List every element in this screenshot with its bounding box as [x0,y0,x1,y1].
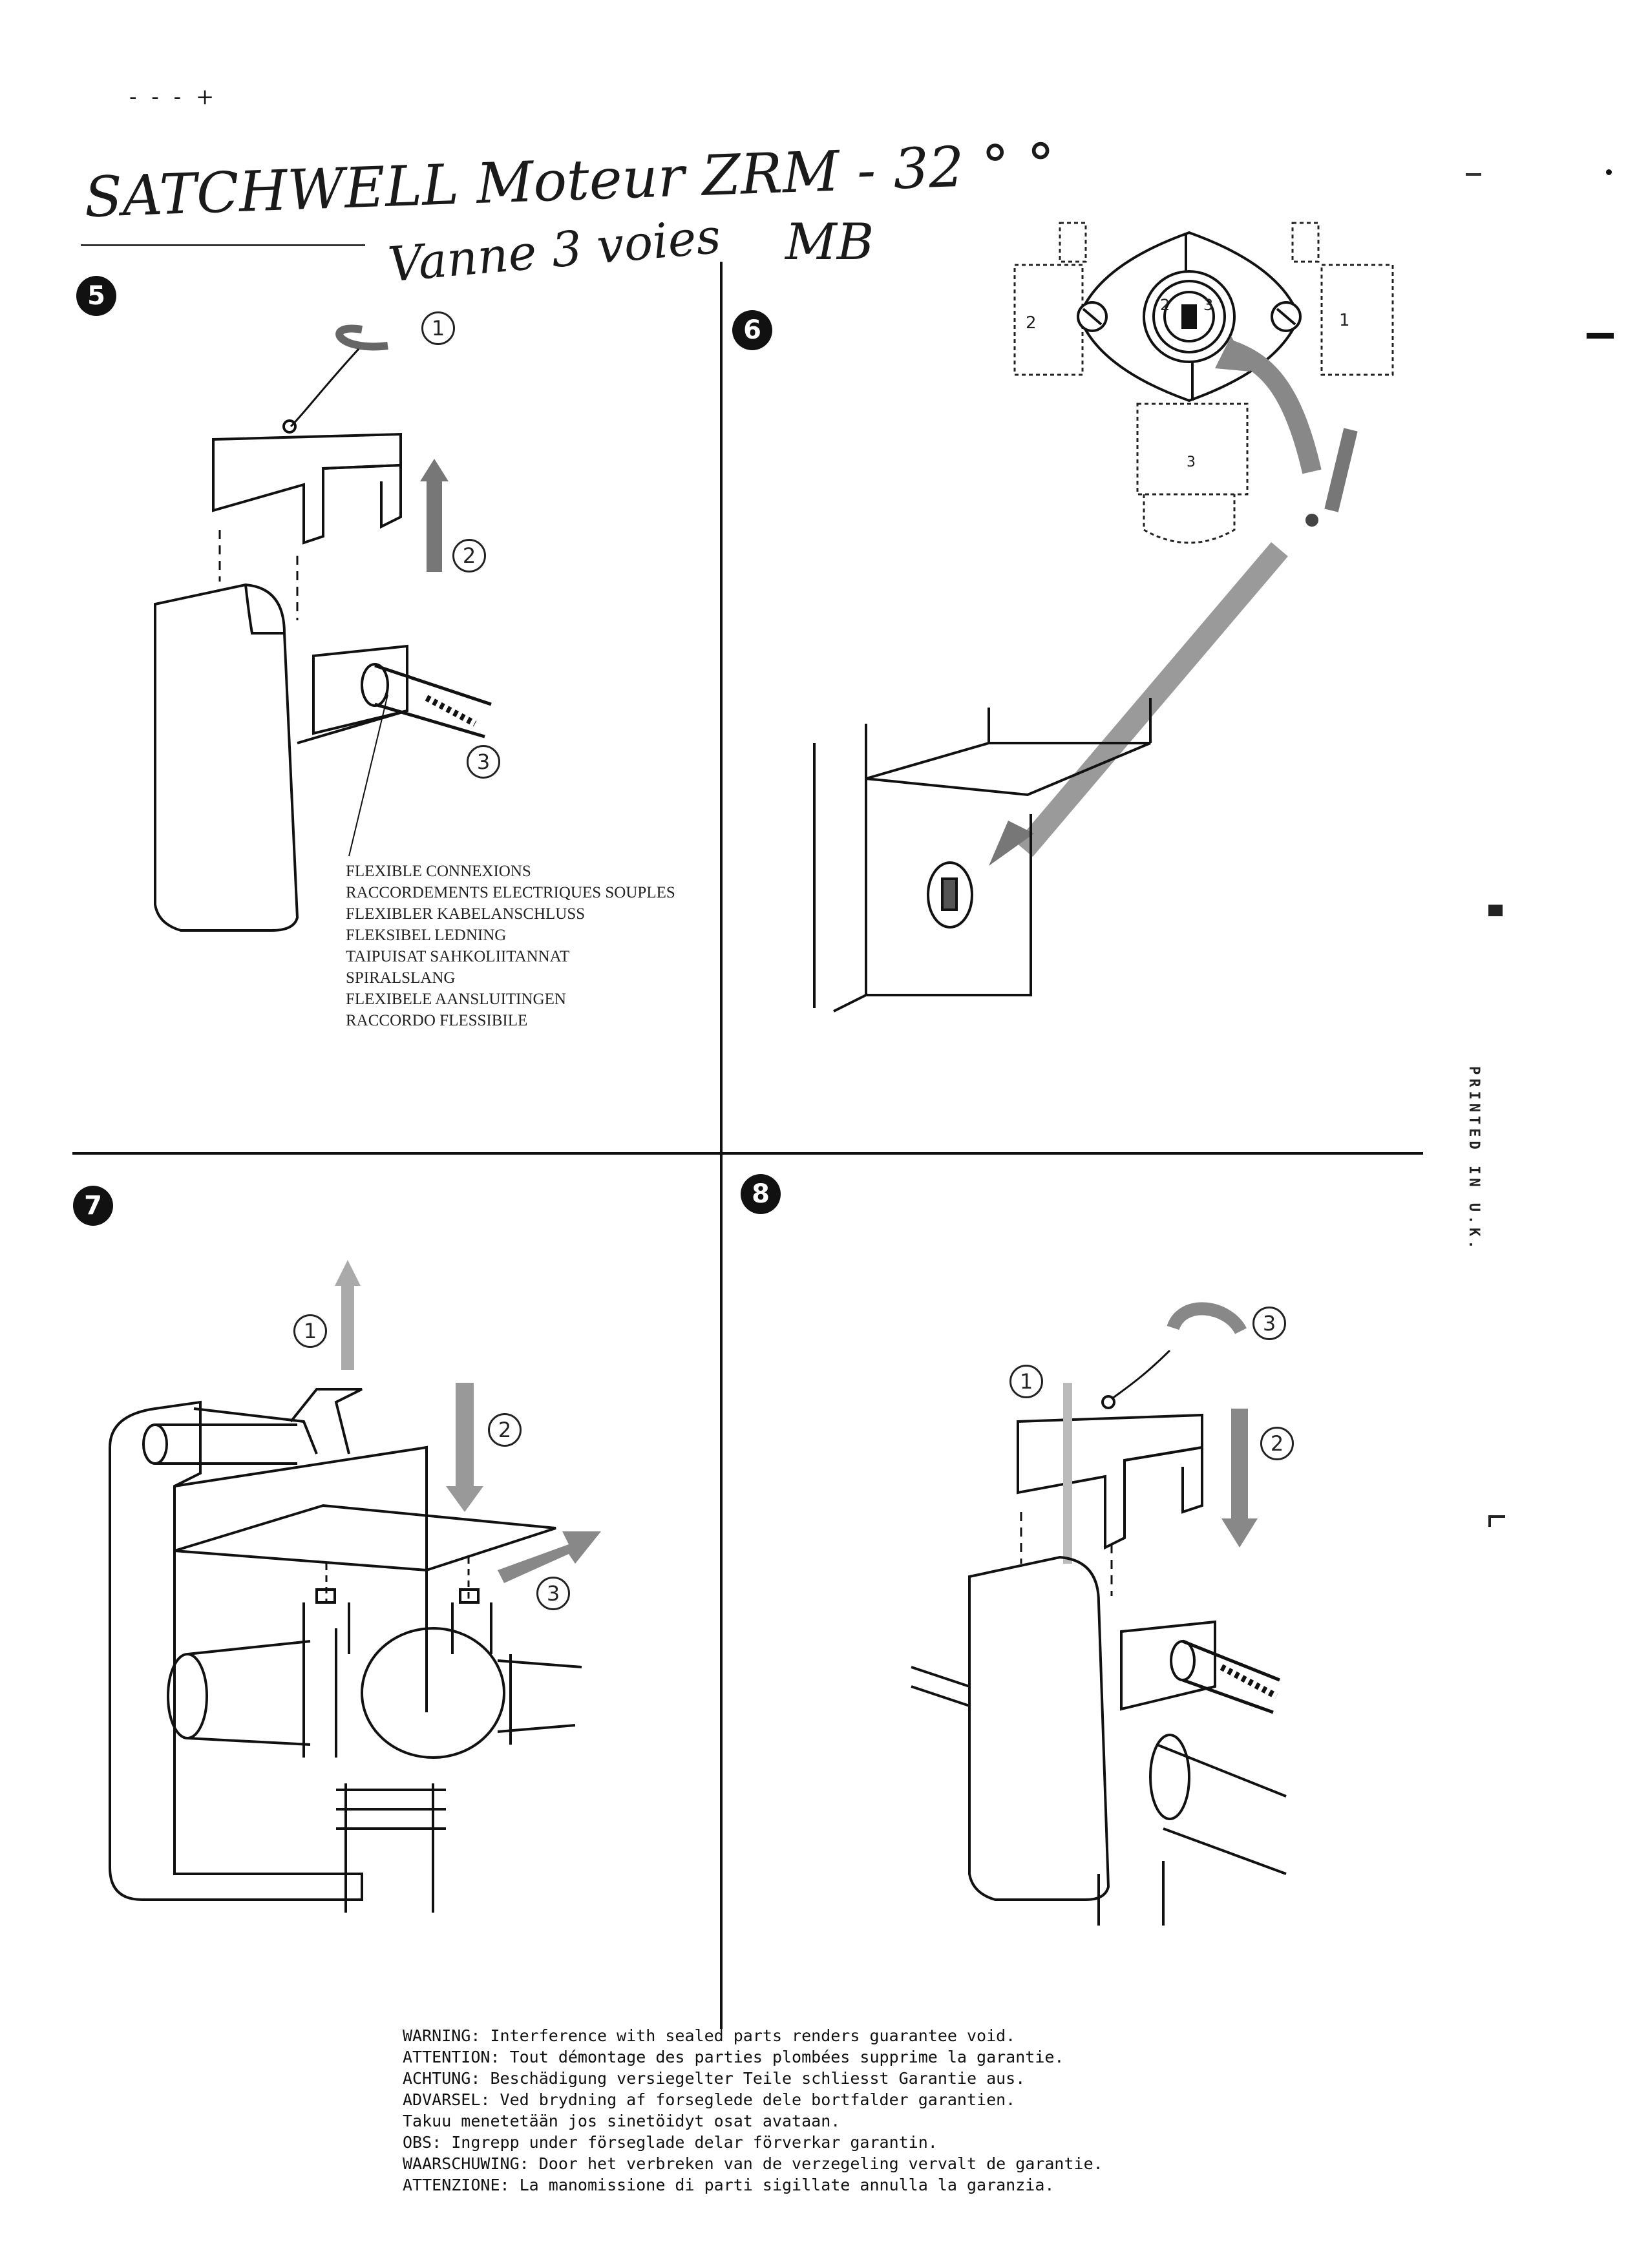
step-5-callout-1: 1 [421,311,455,345]
svg-text:3: 3 [1203,296,1213,314]
warning-line: ADVARSEL: Ved brydning af forseglede del… [403,2090,1016,2109]
cable-labels: FLEXIBLE CONNEXIONS RACCORDEMENTS ELECTR… [346,861,675,1031]
step-6-illustration: 2 1 3 2 3 [813,222,1394,1013]
cable-label: FLEXIBELE AANSLUITINGEN [346,991,566,1008]
step-7-callout-3: 3 [536,1577,570,1610]
step-7-callout-2: 2 [488,1413,522,1447]
cable-label: FLEXIBLER KABELANSCHLUSS [346,905,586,923]
up-arrow-icon [427,481,442,572]
step-8-callout-2: 2 [1260,1427,1294,1460]
step-8-badge: 8 [741,1174,781,1214]
cable-label: RACCORDEMENTS ELECTRIQUES SOUPLES [346,884,675,901]
cover-plate [1017,1413,1203,1550]
valve-body [361,1627,505,1759]
vertical-divider [720,262,723,2029]
motor-housing [968,1555,1110,1901]
cable-label: FLEKSIBEL LEDNING [346,927,507,944]
step-7-badge: 7 [73,1186,113,1226]
step-6-badge: 6 [732,310,772,350]
pointer-arrow-icon [1016,541,1288,857]
printed-in-uk: PRINTED IN U.K. [1466,1066,1482,1253]
horizontal-divider [72,1152,1423,1155]
warning-line: OBS: Ingrepp under förseglade delar förv… [403,2133,938,2152]
step-7-callout-1: 1 [293,1314,327,1348]
rotate-arrow-icon [335,324,388,351]
port-window [927,861,973,929]
warning-line: ACHTUNG: Beschädigung versiegelter Teile… [403,2069,1026,2088]
up-arrow-icon [341,1286,354,1370]
port-label-2: 2 [1026,313,1037,333]
cable [374,664,492,739]
warning-line: ATTENZIONE: La manomissione di parti sig… [403,2176,1055,2194]
step-5-illustration [154,324,492,932]
top-mark: - - - + [129,84,218,110]
mounting-plate [109,1400,363,1901]
cable-label: RACCORDO FLESSIBILE [346,1012,528,1029]
step-5-badge: 5 [76,276,116,316]
handwritten-mb: MB [785,213,874,271]
screw-icon [282,419,297,434]
cable-label: TAIPUISAT SAHKOLIITANNAT [346,948,570,965]
svg-text:2: 2 [1160,296,1170,314]
right-arrow-icon [498,1531,601,1583]
warning-line: WAARSCHUWING: Door het verbreken van de … [403,2154,1103,2173]
port-label-1: 1 [1339,311,1350,330]
cable-label: SPIRALSLANG [346,969,456,987]
warning-line: Takuu menetetään jos sinetöidyt osat ava… [403,2112,841,2130]
rotate-arrow-icon [1167,1302,1247,1335]
step-5-callout-2: 2 [452,539,486,572]
down-arrow-icon [1231,1409,1248,1518]
turn-arrow-icon [1225,339,1322,474]
motor-housing [154,583,299,932]
warning-line: ATTENTION: Tout démontage des parties pl… [403,2048,1064,2066]
step-5-callout-3: 3 [467,745,500,779]
warning-line: WARNING: Interference with sealed parts … [403,2026,1016,2045]
margin-mark [1466,173,1481,176]
cover-plate [212,432,402,545]
step-8-illustration [911,1302,1287,1926]
margin-mark [1488,1515,1505,1527]
margin-mark [1606,169,1612,175]
margin-mark [1587,333,1614,339]
port-label-3: 3 [1187,454,1196,470]
warnings-block: WARNING: Interference with sealed parts … [403,2025,1103,2196]
step-7-illustration [109,1260,601,1913]
step-8-callout-3: 3 [1252,1307,1286,1340]
margin-mark [1488,905,1503,916]
handwritten-underline [81,244,365,246]
down-arrow-icon [456,1383,474,1486]
step-8-callout-1: 1 [1009,1365,1043,1398]
cable-label: FLEXIBLE CONNEXIONS [346,863,531,880]
